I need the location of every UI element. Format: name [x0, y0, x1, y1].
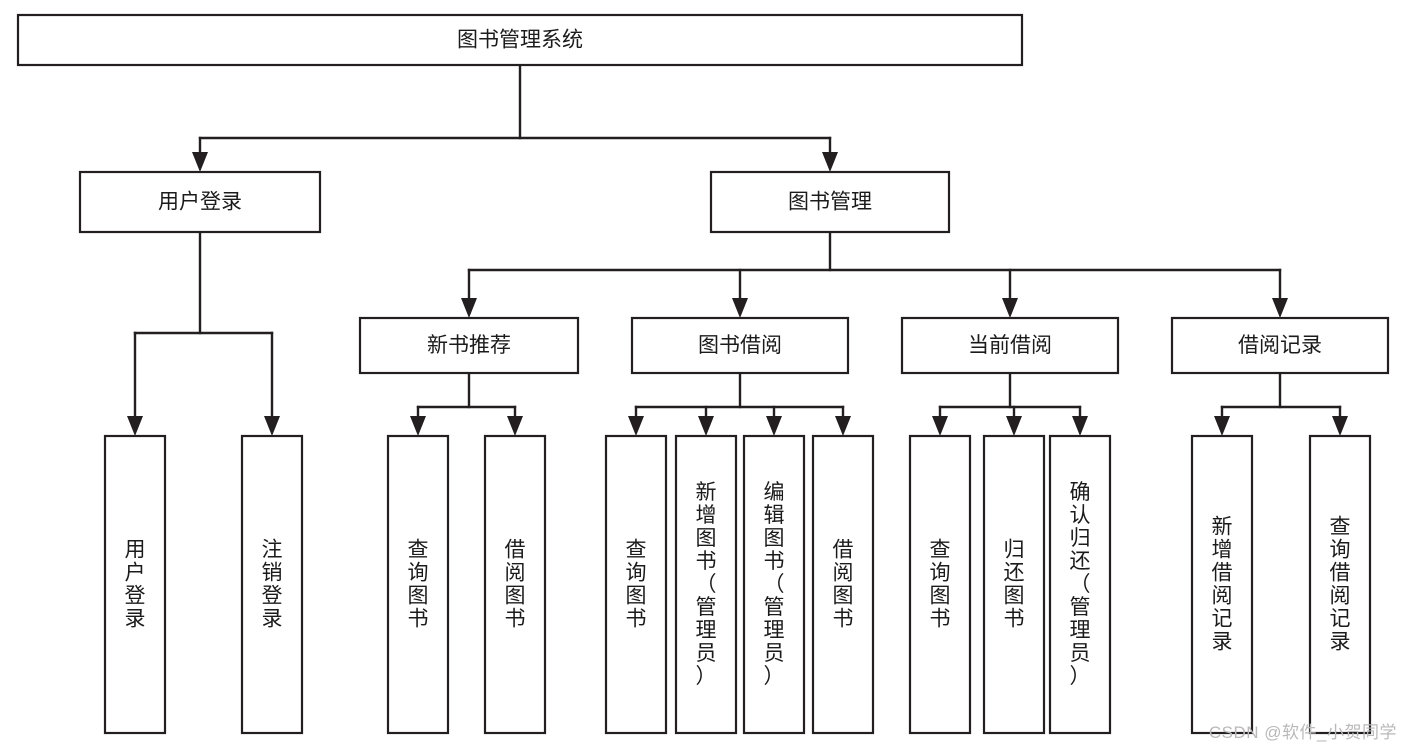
- node-rect[interactable]: [483, 434, 547, 735]
- node-user-login[interactable]: 用户登录: [78, 170, 322, 234]
- node-leaf-query-book-rec[interactable]: 查询图书: [386, 434, 450, 735]
- node-label: 借阅图书: [505, 538, 526, 630]
- node-rect[interactable]: [811, 434, 875, 735]
- arrow-head-icon: [822, 152, 838, 172]
- arrow-head-icon: [628, 416, 644, 436]
- node-label: 图书借阅: [698, 334, 782, 357]
- node-new-book-rec[interactable]: 新书推荐: [358, 316, 580, 375]
- node-leaf-add-record[interactable]: 新增借阅记录: [1190, 434, 1254, 735]
- node-rect[interactable]: [709, 170, 951, 234]
- arrow-head-icon: [461, 298, 477, 318]
- nodes-layer: 图书管理系统用户登录图书管理新书推荐图书借阅当前借阅借阅记录用户登录注销登录查询…: [16, 13, 1390, 735]
- node-leaf-edit-book[interactable]: 编辑图书（管理员）: [742, 434, 806, 735]
- node-rect[interactable]: [900, 316, 1120, 375]
- node-label: 当前借阅: [968, 334, 1052, 357]
- node-label: 编辑图书（管理员）: [764, 481, 785, 688]
- node-label: 归还图书: [1004, 538, 1025, 630]
- node-label: 新增图书（管理员）: [696, 481, 717, 688]
- arrow-head-icon: [835, 416, 851, 436]
- node-label: 借阅记录: [1238, 334, 1322, 357]
- node-rect[interactable]: [16, 13, 1024, 67]
- arrow-head-icon: [1214, 416, 1230, 436]
- arrow-head-icon: [1006, 416, 1022, 436]
- node-rect[interactable]: [103, 434, 167, 735]
- node-rect[interactable]: [1048, 434, 1112, 735]
- arrow-head-icon: [192, 152, 208, 172]
- node-leaf-query-book-cur[interactable]: 查询图书: [908, 434, 972, 735]
- node-label: 查询借阅记录: [1330, 515, 1351, 653]
- node-label: 图书管理: [788, 191, 872, 214]
- node-rect[interactable]: [240, 434, 304, 735]
- node-rect[interactable]: [1308, 434, 1372, 735]
- node-label: 查询图书: [626, 538, 647, 630]
- node-leaf-query-record[interactable]: 查询借阅记录: [1308, 434, 1372, 735]
- arrow-head-icon: [127, 416, 143, 436]
- arrow-head-icon: [766, 416, 782, 436]
- node-book-borrow[interactable]: 图书借阅: [630, 316, 850, 375]
- node-leaf-add-book[interactable]: 新增图书（管理员）: [674, 434, 738, 735]
- arrow-head-icon: [932, 416, 948, 436]
- node-label: 注销登录: [262, 538, 283, 630]
- node-rect[interactable]: [982, 434, 1046, 735]
- node-rect[interactable]: [78, 170, 322, 234]
- arrow-head-icon: [1272, 298, 1288, 318]
- node-borrow-record[interactable]: 借阅记录: [1170, 316, 1390, 375]
- node-leaf-borrow-book-rec[interactable]: 借阅图书: [483, 434, 547, 735]
- node-label: 新书推荐: [427, 334, 511, 357]
- node-label: 用户登录: [125, 538, 146, 630]
- node-rect[interactable]: [630, 316, 850, 375]
- arrow-head-icon: [698, 416, 714, 436]
- node-label: 新增借阅记录: [1212, 515, 1233, 653]
- node-rect[interactable]: [674, 434, 738, 735]
- node-label: 查询图书: [930, 538, 951, 630]
- node-leaf-return-book[interactable]: 归还图书: [982, 434, 1046, 735]
- node-rect[interactable]: [908, 434, 972, 735]
- node-label: 图书管理系统: [457, 29, 583, 52]
- arrow-head-icon: [1072, 416, 1088, 436]
- node-leaf-confirm-return[interactable]: 确认归还（管理员）: [1048, 434, 1112, 735]
- node-rect[interactable]: [604, 434, 668, 735]
- node-book-manage[interactable]: 图书管理: [709, 170, 951, 234]
- arrow-head-icon: [1002, 298, 1018, 318]
- node-label: 用户登录: [158, 191, 242, 214]
- node-root-system[interactable]: 图书管理系统: [16, 13, 1024, 67]
- csdn-watermark: CSDN @软件_小贺同学: [1208, 723, 1397, 742]
- arrow-head-icon: [1332, 416, 1348, 436]
- node-leaf-logout[interactable]: 注销登录: [240, 434, 304, 735]
- node-rect[interactable]: [358, 316, 580, 375]
- arrow-head-icon: [410, 416, 426, 436]
- connectors-layer: [127, 63, 1348, 436]
- node-rect[interactable]: [1170, 316, 1390, 375]
- node-label: 借阅图书: [833, 538, 854, 630]
- node-rect[interactable]: [386, 434, 450, 735]
- node-rect[interactable]: [742, 434, 806, 735]
- node-leaf-query-book-borrow[interactable]: 查询图书: [604, 434, 668, 735]
- arrow-head-icon: [732, 298, 748, 318]
- node-rect[interactable]: [1190, 434, 1254, 735]
- node-label: 查询图书: [408, 538, 429, 630]
- arrow-head-icon: [507, 416, 523, 436]
- node-leaf-user-login[interactable]: 用户登录: [103, 434, 167, 735]
- node-current-borrow[interactable]: 当前借阅: [900, 316, 1120, 375]
- node-leaf-borrow-book[interactable]: 借阅图书: [811, 434, 875, 735]
- arrow-head-icon: [264, 416, 280, 436]
- node-label: 确认归还（管理员）: [1070, 481, 1091, 688]
